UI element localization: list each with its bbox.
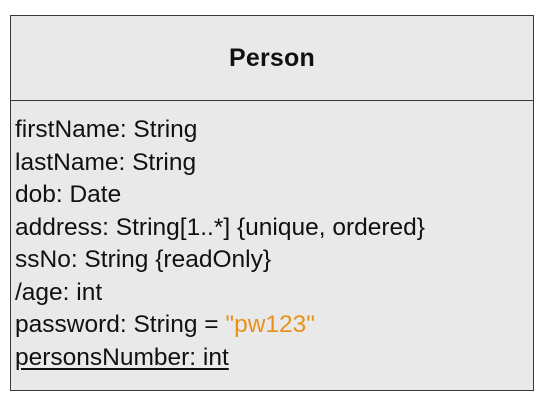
- default-value-literal: "pw123": [225, 311, 315, 338]
- attribute-text: lastName: String: [15, 148, 197, 176]
- attribute-address: address: String[1..*] {unique, ordered}: [15, 212, 533, 245]
- attribute-ss-no: ssNo: String {readOnly}: [15, 244, 533, 277]
- attribute-first-name: firstName: String: [15, 114, 533, 147]
- attributes-compartment: firstName: String lastName: String dob: …: [11, 101, 533, 374]
- attribute-persons-number-static: personsNumber: int: [15, 342, 533, 375]
- class-name: Person: [229, 43, 315, 72]
- attribute-last-name: lastName: String: [15, 147, 533, 180]
- attribute-text: ssNo: String {readOnly}: [15, 246, 272, 273]
- attribute-text: dob: Date: [15, 181, 122, 208]
- class-header-compartment: Person: [11, 16, 533, 101]
- attribute-text: password: String =: [15, 311, 226, 338]
- attribute-text: personsNumber: int: [15, 343, 229, 371]
- uml-class-box: Person firstName: String lastName: Strin…: [10, 15, 534, 391]
- attribute-derived-age: /age: int: [15, 277, 533, 310]
- attribute-text: firstName: String: [15, 116, 198, 143]
- attribute-password: password: String = "pw123": [15, 309, 533, 342]
- attribute-text: /age: int: [15, 278, 103, 306]
- attribute-dob: dob: Date: [15, 179, 533, 212]
- attribute-text: address: String[1..*] {unique, ordered}: [15, 213, 425, 241]
